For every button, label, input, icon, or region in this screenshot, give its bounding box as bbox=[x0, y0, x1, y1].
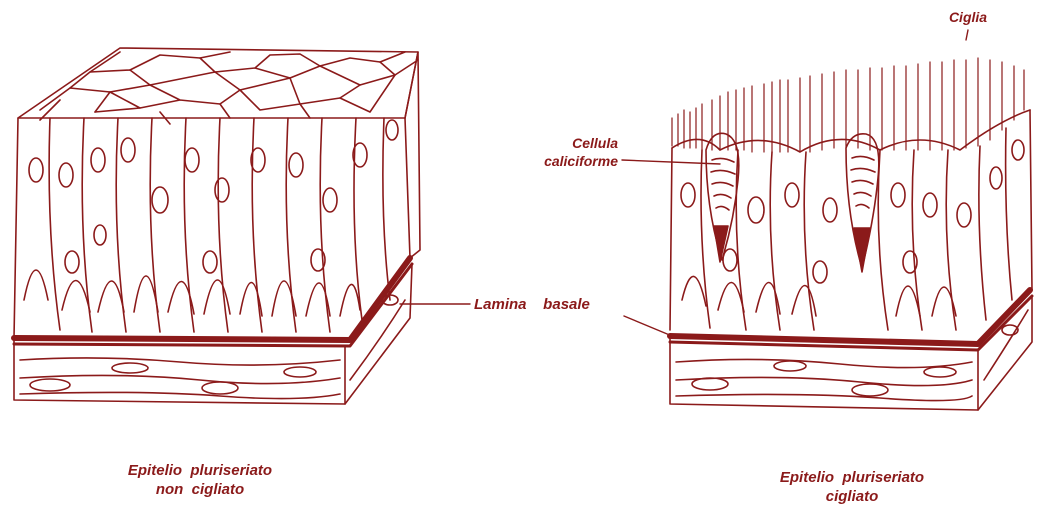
cilia bbox=[672, 58, 1024, 152]
goblet-cells bbox=[706, 133, 879, 272]
left-epithelium-block bbox=[14, 48, 420, 404]
label-cellula: Cellula bbox=[572, 135, 618, 151]
label-lamina-basale: Lamina basale bbox=[474, 296, 590, 313]
right-epithelium-block bbox=[670, 58, 1032, 410]
right-connective-tissue bbox=[670, 296, 1032, 410]
ciglia-leader bbox=[966, 30, 968, 40]
cellula-leader bbox=[622, 160, 720, 164]
caption-left-line2: non cigliato bbox=[156, 481, 244, 498]
caption-right-line2: cigliato bbox=[826, 488, 879, 505]
left-columnar-cells bbox=[14, 52, 420, 338]
right-lamina-band bbox=[670, 290, 1032, 350]
left-surface-cells bbox=[18, 48, 418, 124]
caption-left-line1: Epitelio pluriseriato bbox=[128, 462, 272, 479]
lamina-leader-right bbox=[624, 316, 672, 336]
caption-right-line1: Epitelio pluriseriato bbox=[780, 469, 924, 486]
label-caliciforme: caliciforme bbox=[544, 153, 618, 169]
label-ciglia: Ciglia bbox=[949, 9, 987, 25]
